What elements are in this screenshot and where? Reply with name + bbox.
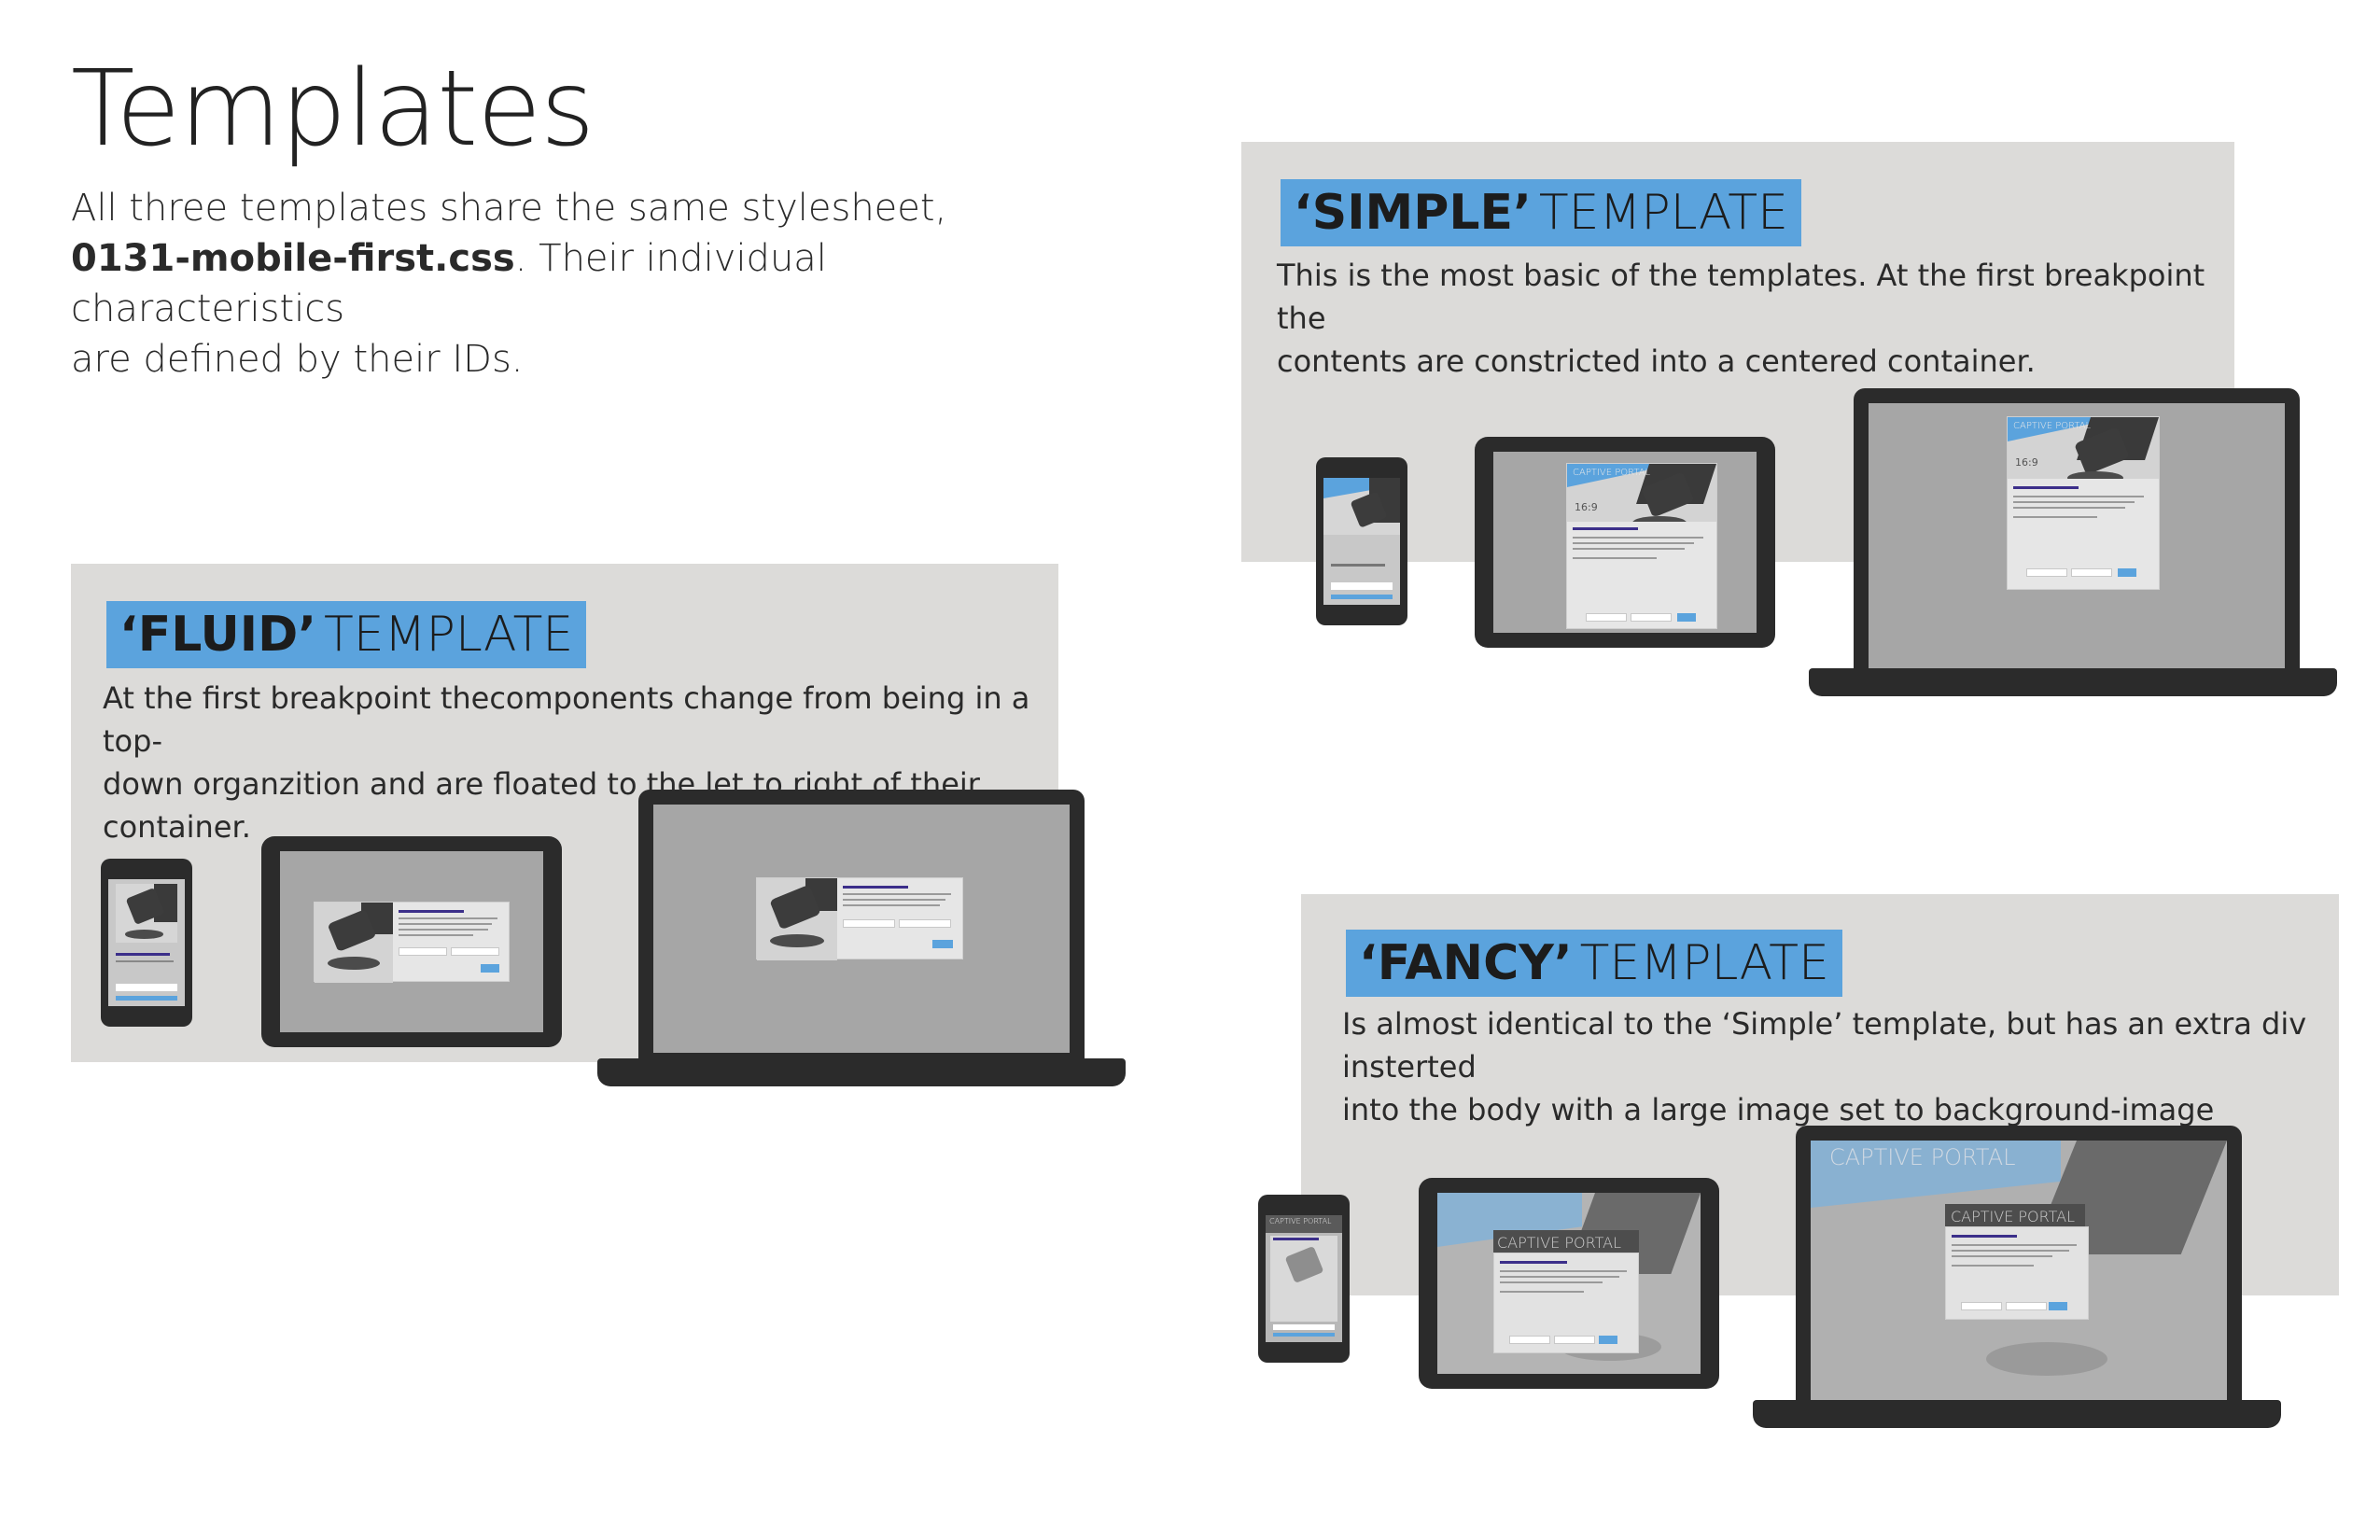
fluid-label: TEMPLATE [324, 607, 574, 663]
tablet-screen [280, 851, 543, 1032]
simple-desc-line-2: contents are constricted into a centered… [1277, 343, 2036, 379]
fancy-laptop-card [1945, 1226, 2089, 1320]
simple-desc-line-1: This is the most basic of the templates.… [1277, 258, 2205, 336]
ratio-label: 16:9 [2015, 456, 2038, 469]
phone-screen [1323, 478, 1400, 605]
fancy-laptop-banner [1945, 1204, 2085, 1226]
simple-label: TEMPLATE [1538, 185, 1788, 241]
simple-laptop-base [1809, 668, 2337, 696]
tablet-screen: CAPTIVE PORTAL [1437, 1193, 1701, 1374]
simple-description: This is the most basic of the templates.… [1277, 254, 2210, 383]
ratio-label: 16:9 [1575, 501, 1598, 513]
fancy-tablet-banner [1493, 1230, 1639, 1253]
intro-line-2: . Their individual characteristics [71, 237, 827, 330]
intro-line-1: All three templates share the same style… [71, 187, 947, 230]
phone-screen [108, 879, 185, 1006]
card-hero-image: CAPTIVE PORTAL 16:9 [1567, 464, 1716, 522]
fluid-phone-mockup [101, 859, 192, 1027]
fluid-laptop-mockup [638, 790, 1085, 1058]
simple-tablet-mockup: CAPTIVE PORTAL 16:9 [1475, 437, 1775, 648]
simple-name: ‘SIMPLE’ [1294, 185, 1532, 241]
page-title: Templates [71, 49, 595, 170]
captive-portal-caption: CAPTIVE PORTAL [1573, 468, 1651, 478]
fancy-tablet-mockup: CAPTIVE PORTAL [1419, 1178, 1719, 1389]
captive-portal-caption: CAPTIVE PORTAL [1497, 1234, 1621, 1252]
simple-tag: ‘SIMPLE’ TEMPLATE [1281, 179, 1801, 246]
laptop-screen: CAPTIVE PORTAL 16:9 [1869, 403, 2285, 668]
fancy-desc-line-1: Is almost identical to the ‘Simple’ temp… [1342, 1006, 2307, 1085]
fluid-tag: ‘FLUID’ TEMPLATE [106, 601, 587, 668]
captive-portal-caption-banner: CAPTIVE PORTAL [1951, 1208, 2075, 1225]
card-hero-image [315, 903, 393, 983]
simple-tablet-card: CAPTIVE PORTAL 16:9 [1566, 463, 1717, 629]
fluid-laptop-base [597, 1058, 1126, 1086]
fancy-laptop-mockup: CAPTIVE PORTAL CAPTIVE PORTAL [1796, 1126, 2242, 1406]
simple-laptop-card: CAPTIVE PORTAL 16:9 [2007, 416, 2160, 590]
captive-portal-caption: CAPTIVE PORTAL [1269, 1217, 1332, 1225]
fluid-desc-line-2: down organzition and are floated to the … [103, 766, 980, 845]
fluid-desc-line-1: At the first breakpoint thecomponents ch… [103, 680, 1030, 759]
intro-paragraph: All three templates share the same style… [71, 183, 948, 385]
simple-phone-mockup [1316, 457, 1407, 625]
intro-line-3: are defined by their IDs. [71, 338, 524, 381]
captive-portal-caption: CAPTIVE PORTAL [1829, 1144, 2016, 1170]
phone-screen: CAPTIVE PORTAL [1266, 1215, 1342, 1342]
fancy-tablet-card [1493, 1253, 1639, 1353]
fancy-description: Is almost identical to the ‘Simple’ temp… [1342, 1002, 2331, 1131]
fancy-phone-mockup: CAPTIVE PORTAL [1258, 1195, 1350, 1363]
fancy-laptop-base [1753, 1400, 2281, 1428]
laptop-screen: CAPTIVE PORTAL CAPTIVE PORTAL [1811, 1141, 2227, 1400]
simple-laptop-mockup: CAPTIVE PORTAL 16:9 [1854, 388, 2300, 674]
laptop-screen [653, 805, 1070, 1053]
captive-portal-caption: CAPTIVE PORTAL [2013, 421, 2092, 431]
tablet-screen: CAPTIVE PORTAL 16:9 [1493, 452, 1757, 633]
card-hero-image [757, 878, 837, 960]
fancy-label: TEMPLATE [1579, 935, 1829, 991]
card-hero-image: CAPTIVE PORTAL 16:9 [2008, 417, 2159, 479]
fluid-tablet-card [314, 902, 510, 983]
fancy-desc-line-2: into the body with a large image set to … [1342, 1092, 2215, 1127]
fluid-laptop-card [756, 877, 963, 960]
stylesheet-filename: 0131-mobile-first.css [71, 237, 515, 280]
fluid-name: ‘FLUID’ [119, 607, 317, 663]
fancy-tag: ‘FANCY’ TEMPLATE [1346, 930, 1842, 997]
fluid-tablet-mockup [261, 836, 562, 1047]
fluid-description: At the first breakpoint thecomponents ch… [103, 677, 1045, 848]
fancy-name: ‘FANCY’ [1359, 935, 1573, 991]
